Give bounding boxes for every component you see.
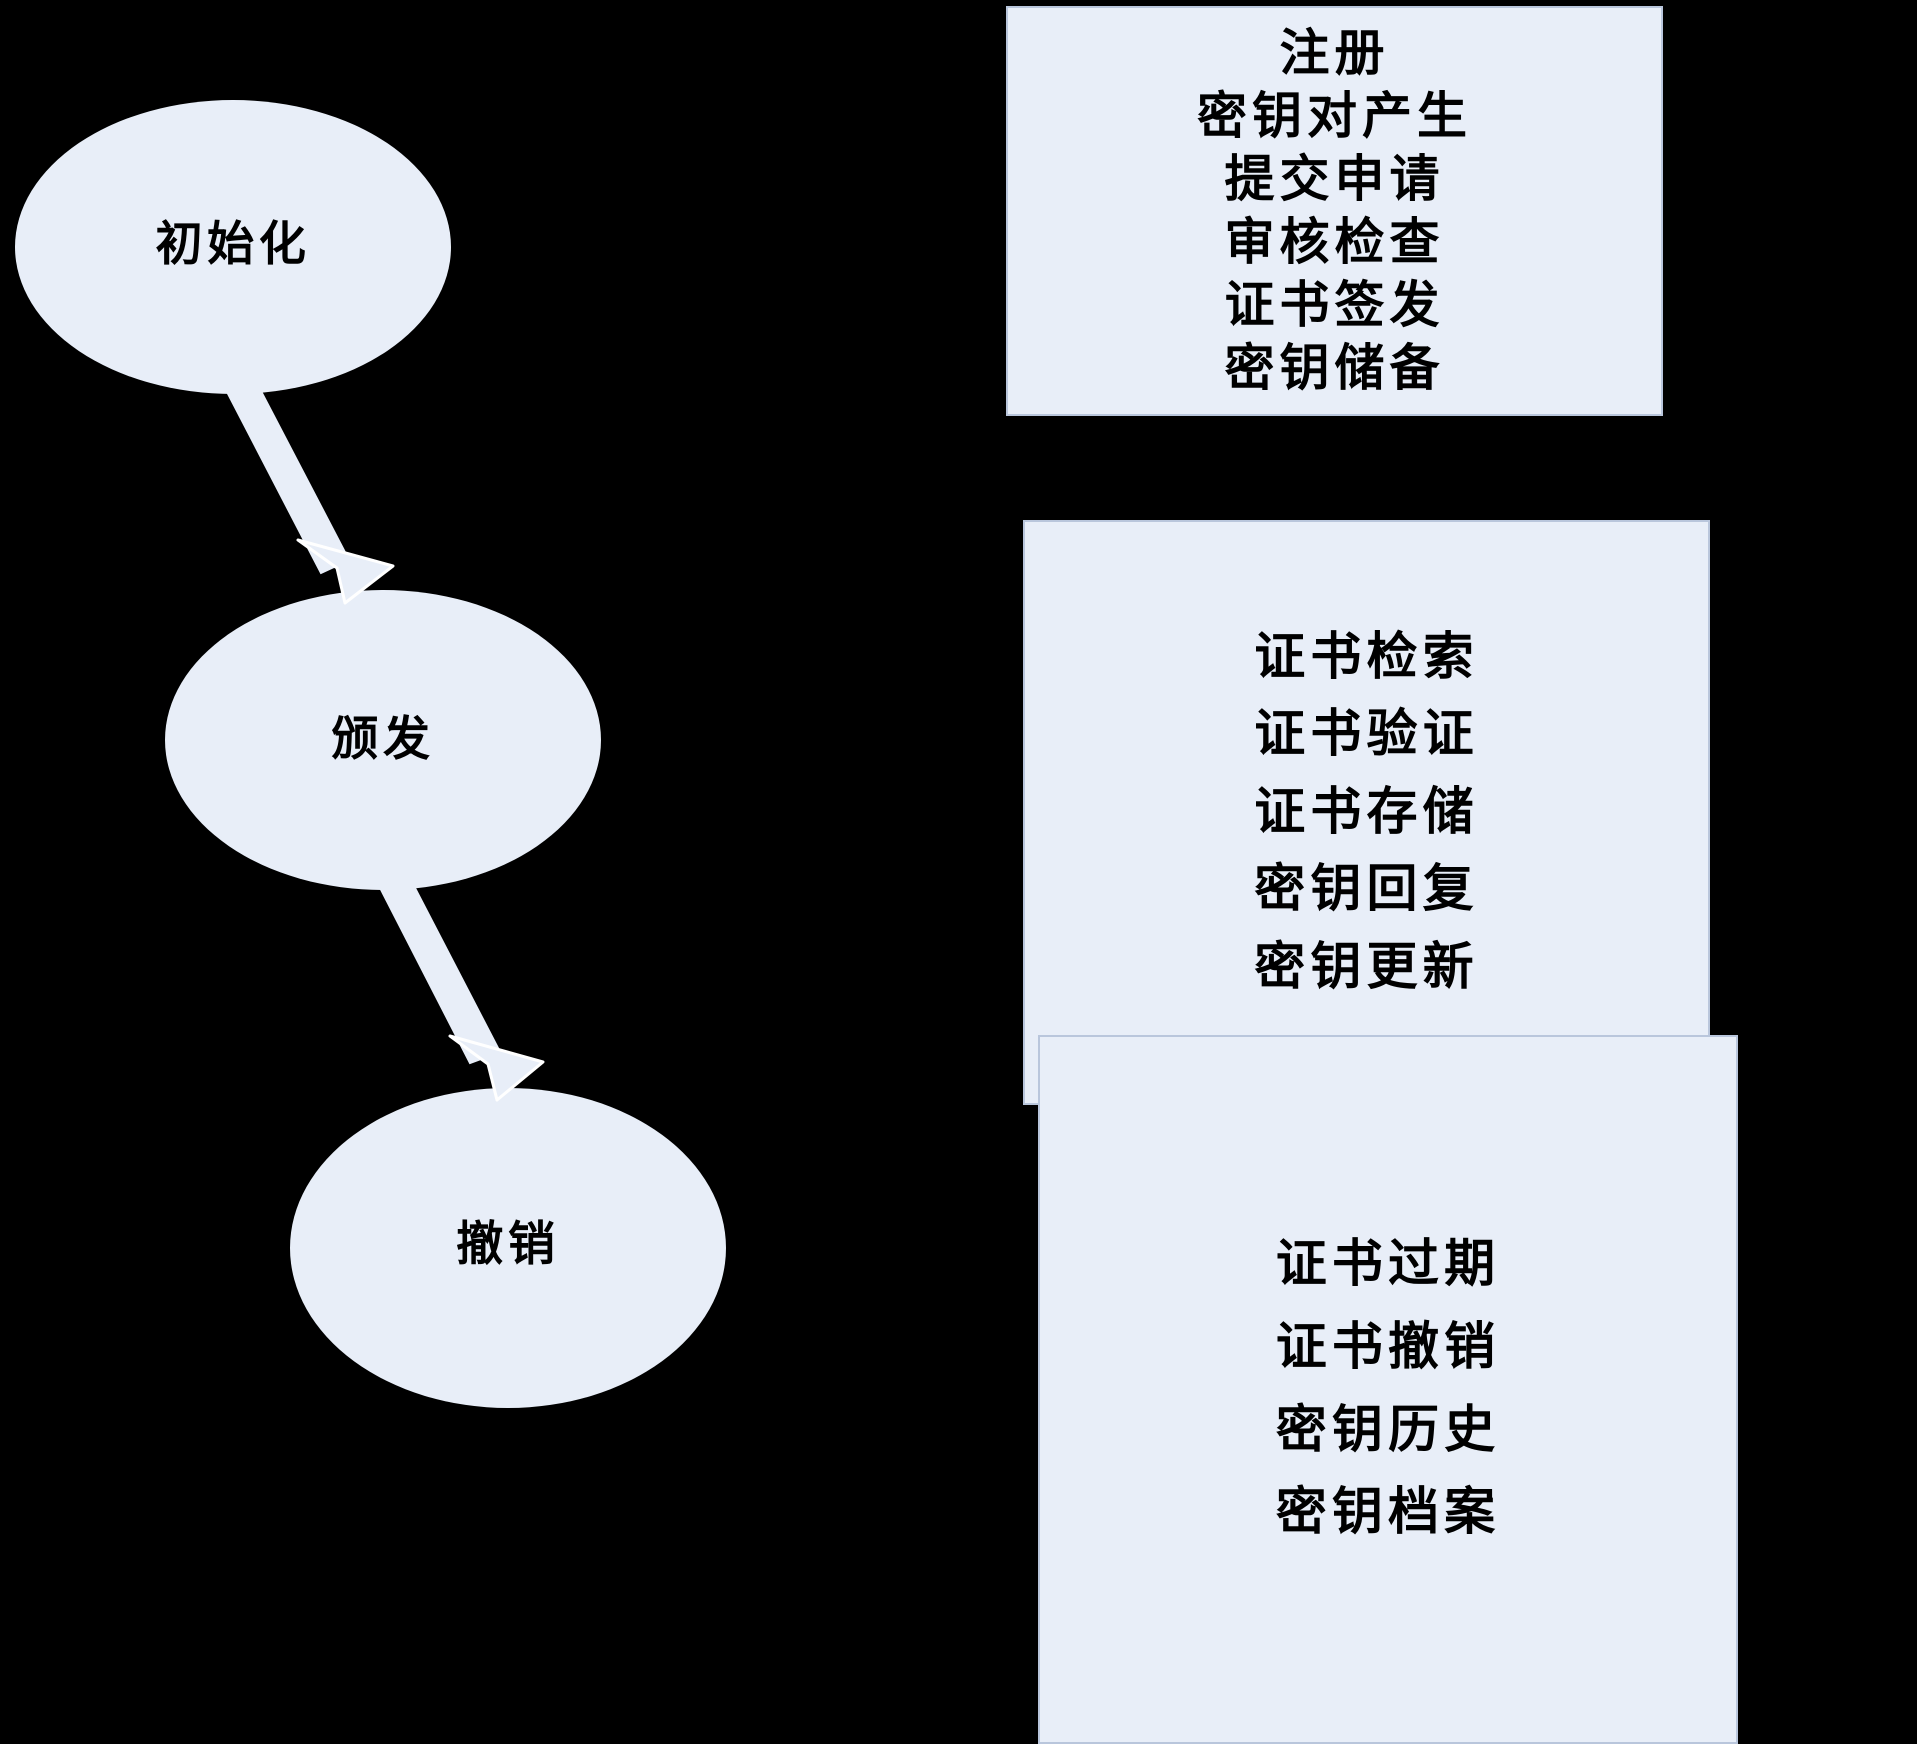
state-label-issuance: 颁发: [331, 712, 435, 767]
state-ellipse-initialization[interactable]: [15, 100, 451, 394]
phase-item: 审核检查: [1224, 213, 1445, 271]
phase-item: 证书签发: [1224, 276, 1445, 334]
phase-item: 证书验证: [1254, 705, 1479, 765]
phase-item: 提交申请: [1224, 150, 1445, 208]
state-label-revocation: 撤销: [456, 1217, 560, 1272]
phase-item: 证书检索: [1254, 627, 1479, 687]
state-ellipse-issuance[interactable]: [165, 590, 601, 890]
phase-panel-revocation[interactable]: 证书过期 证书撤销 密钥历史 密钥档案: [1038, 1035, 1738, 1744]
phase-panel-issuance[interactable]: 证书检索 证书验证 证书存储 密钥回复 密钥更新: [1023, 520, 1710, 1105]
arrow-issuance-to-revocation: [370, 861, 545, 1102]
phase-item: 证书过期: [1275, 1235, 1501, 1295]
phase-item: 密钥档案: [1275, 1483, 1501, 1543]
phase-item: 密钥对产生: [1197, 87, 1472, 145]
phase-item: 证书撤销: [1275, 1317, 1501, 1377]
phase-item: 证书存储: [1254, 782, 1479, 842]
phase-item: 注册: [1279, 24, 1390, 82]
state-label-initialization: 初始化: [155, 217, 311, 272]
phase-item: 密钥历史: [1275, 1400, 1501, 1460]
arrow-initialization-to-issuance: [222, 372, 395, 605]
phase-item: 密钥回复: [1254, 860, 1479, 920]
phase-item: 密钥更新: [1254, 937, 1479, 997]
state-ellipse-revocation[interactable]: [290, 1088, 726, 1408]
phase-panel-initialization[interactable]: 注册 密钥对产生 提交申请 审核检查 证书签发 密钥储备: [1006, 6, 1663, 416]
phase-item: 密钥储备: [1224, 339, 1445, 397]
